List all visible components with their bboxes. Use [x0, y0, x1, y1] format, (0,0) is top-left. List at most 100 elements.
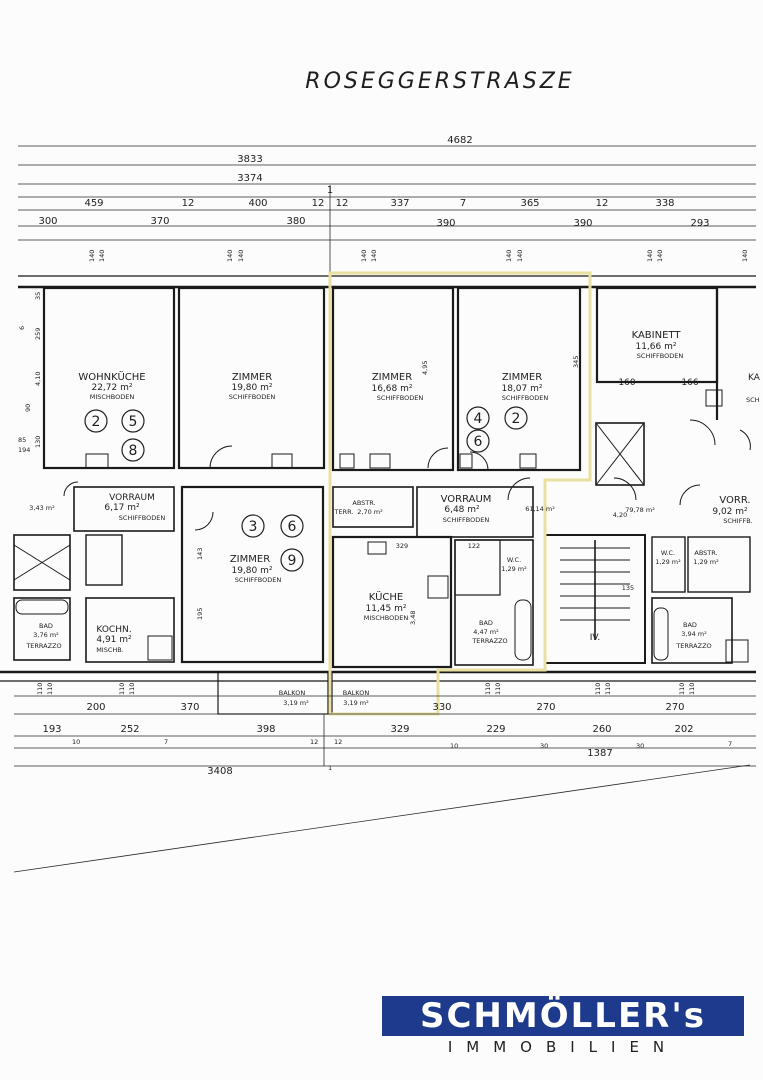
room-name: ZIMMER: [230, 554, 270, 565]
bottom-small-dim-4: 12: [334, 738, 342, 746]
window-dim-1: 140: [98, 250, 106, 262]
unit-circle: 6: [280, 514, 304, 538]
dim-row3-5: 337: [390, 198, 409, 209]
room-balkon-2: BALKON 3,19 m²: [343, 689, 370, 707]
bottom-small-dim-6: 30: [540, 742, 548, 750]
bottom-row2-dim-1: 200: [86, 702, 105, 713]
company-logo: SCHMÖLLER's IMMOBILIEN: [382, 996, 744, 1056]
dim-329: 329: [396, 542, 408, 550]
bottom-dim-3: 110: [118, 683, 126, 695]
bottom-dim-10: 110: [688, 683, 696, 695]
bottom-row2-dim-4: 270: [536, 702, 555, 713]
small-left-area: 3,43 m²: [29, 504, 55, 512]
bottom-row3-dim-5: 229: [486, 724, 505, 735]
unit-circle: 2: [504, 406, 528, 430]
bottom-dims-row3: 193 252 398 329 229 260 202: [42, 724, 693, 735]
unit-circle: 9: [280, 548, 304, 572]
left-dim-6: 85: [18, 436, 26, 444]
left-dim-7: 194: [18, 446, 30, 454]
unit-circle: 8: [121, 438, 145, 462]
dim-row1: 3833: [237, 154, 262, 165]
dim-row3-4: 12: [336, 198, 349, 209]
room-wohnkueche: WOHNKÜCHE 22,72 m² MISCHBODEN: [78, 370, 145, 401]
bottom-small-dim-1: 10: [72, 738, 80, 746]
room-area: 19,80 m²: [231, 383, 272, 393]
room-floor: MISCHBODEN: [364, 614, 409, 622]
room-floor: SCHIFFBODEN: [637, 352, 684, 360]
left-dims: 35 259 6 4,10 90 130 85 194: [18, 292, 42, 454]
room-area: 22,72 m²: [91, 383, 132, 393]
dim-row3-0: 459: [84, 198, 103, 209]
bottom-dim-4: 110: [128, 683, 136, 695]
bottom-row2-dim-2: 370: [180, 702, 199, 713]
bottom-row2-dim-5: 270: [665, 702, 684, 713]
room-area: 16,68 m²: [371, 384, 412, 394]
dim-row4-4: 390: [573, 218, 592, 229]
dim-row3-7: 365: [520, 198, 539, 209]
unit-number: 8: [129, 443, 138, 459]
unit-number: 6: [288, 519, 297, 535]
bottom-dimension-lines: [13, 695, 756, 873]
dim-495: 4,95: [421, 361, 429, 375]
bottom-small-dim-5: 10: [450, 742, 458, 750]
window-dim-5: 140: [370, 250, 378, 262]
bottom-row3-dim-1: 193: [42, 724, 61, 735]
bottom-dim-5: 110: [484, 683, 492, 695]
dim-row4-3: 390: [436, 218, 455, 229]
bottom-dims-row3-small: 10 7 12 12 10 30 30 7: [72, 738, 732, 750]
bottom-dim-8: 110: [604, 683, 612, 695]
bottom-row3-dim-3: 398: [256, 724, 275, 735]
unit-circle: 4: [466, 406, 490, 430]
window-dim-3: 140: [237, 250, 245, 262]
dim-143: 143: [196, 548, 204, 560]
room-name: KOCHN.: [96, 625, 131, 635]
bottom-small-dim-7: 30: [636, 742, 644, 750]
bottom-dims-row1: 110 110 110 110 110 110 110 110 110 110: [36, 683, 696, 695]
unit-number: 3: [249, 519, 258, 535]
room-right-edge-name: KA: [748, 373, 761, 383]
bottom-dim-7: 110: [594, 683, 602, 695]
room-zimmer-2: ZIMMER 16,68 m² SCHIFFBODEN: [371, 372, 423, 402]
window-dim-9: 140: [656, 250, 664, 262]
room-name: BAD: [39, 622, 53, 630]
dim-135: 135: [622, 584, 634, 592]
window-dim-8: 140: [646, 250, 654, 262]
room-zimmer-3: ZIMMER 18,07 m² SCHIFFBODEN: [501, 372, 548, 402]
window-dim-10: 140: [741, 250, 749, 262]
unit-circle: 6: [466, 429, 490, 453]
room-area: 18,07 m²: [501, 384, 542, 394]
room-name: BAD: [479, 619, 493, 627]
bottom-dim-6: 110: [494, 683, 502, 695]
window-dim-7: 140: [516, 250, 524, 262]
room-floor: SCHIFFBODEN: [235, 576, 282, 584]
room-bad-3: BAD 3,94 m² TERRAZZO: [675, 621, 711, 650]
dim-195: 195: [196, 608, 204, 620]
dim-marker: 1: [327, 185, 333, 196]
room-name: ABSTR.: [352, 499, 375, 507]
room-name: ZIMMER: [372, 372, 412, 383]
room-zimmer-1: ZIMMER 19,80 m² SCHIFFBODEN: [229, 372, 276, 401]
dim-166: 166: [681, 378, 698, 388]
room-floor: TERRAZZO: [471, 637, 507, 645]
room-kabinett: KABINETT 11,66 m² SCHIFFBODEN: [632, 330, 684, 360]
window-dim-2: 140: [226, 250, 234, 262]
room-vorraum-3: VORR. 9,02 m² SCHIFFB.: [712, 495, 752, 525]
dim-row3-3: 12: [312, 198, 325, 209]
room-area: 9,02 m²: [712, 507, 748, 517]
left-dim-4: 90: [24, 404, 32, 412]
room-name: W.C.: [661, 549, 675, 557]
room-area: 6,17 m²: [104, 503, 140, 513]
bottom-row3-dim-2: 252: [120, 724, 139, 735]
room-area: 3,19 m²: [283, 699, 309, 707]
bottom-row3-dim-7: 202: [674, 724, 693, 735]
unit-circle: 3: [241, 514, 265, 538]
room-floor: SCHIFFBODEN: [377, 394, 424, 402]
room-area: 3,76 m²: [33, 631, 59, 639]
room-abstellraum-1: ABSTR. 2,70 m² TERR.: [334, 499, 384, 516]
room-area: 3,19 m²: [343, 699, 369, 707]
dim-row3-1: 12: [182, 198, 195, 209]
dim-row4-2: 380: [286, 216, 305, 227]
room-kueche: KÜCHE 11,45 m² MISCHBODEN: [364, 590, 409, 622]
